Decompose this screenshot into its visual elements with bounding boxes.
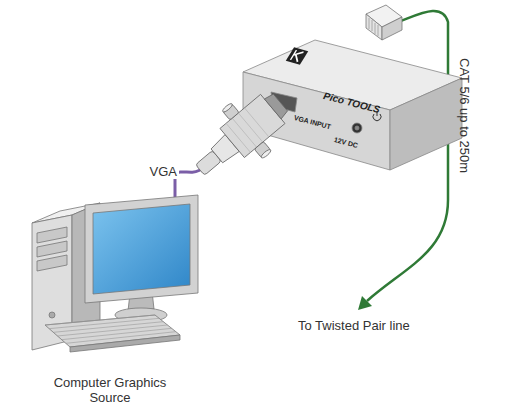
destination-label: To Twisted Pair line (298, 318, 410, 333)
computer-source: Computer Graphics Source (20, 175, 200, 412)
node-caption: Computer Graphics Source (40, 375, 180, 405)
cable-label: VGA (148, 164, 179, 179)
cable-spec-label: CAT 5/6 up to 250m (457, 58, 472, 173)
device-box: Pico TOOLSVGA INPUT12V DC (185, 30, 470, 170)
vga-plug (179, 78, 301, 195)
rj45-plug (366, 5, 402, 40)
